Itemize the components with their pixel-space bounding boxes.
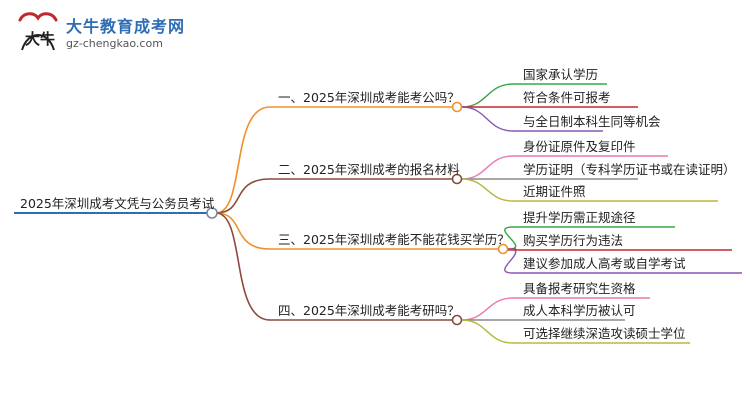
leaf-connector-3-3	[504, 248, 517, 274]
branch-node-2	[451, 173, 463, 185]
branch-connector-1	[215, 106, 271, 214]
branch-node-4	[451, 314, 463, 326]
leaf-label-3-3: 建议参加成人高考或自学考试	[523, 256, 686, 271]
leaf-label-3-1: 提升学历需正规途径	[523, 210, 636, 225]
leaf-label-1-3: 与全日制本科生同等机会	[523, 114, 661, 129]
leaf-label-4-3: 可选择继续深造攻读硕士学位	[523, 326, 686, 341]
site-logo: 大牛 大牛教育成考网 gz-chengkao.com	[14, 10, 184, 56]
leaf-connector-1-1	[461, 83, 514, 108]
branch-label-4: 四、2025年深圳成考能考研吗？	[278, 303, 460, 318]
leaf-label-4-2: 成人本科学历被认可	[523, 303, 636, 318]
root-node	[206, 207, 218, 219]
leaf-label-3-2: 购买学历行为违法	[523, 233, 624, 248]
bull-logo-icon: 大牛	[18, 12, 58, 51]
branch-connector-2	[215, 178, 271, 214]
leaf-connector-4-1	[461, 297, 514, 321]
leaf-label-2-1: 身份证原件及复印件	[523, 139, 636, 154]
leaf-connector-2-1	[461, 155, 514, 180]
leaf-label-4-1: 具备报考研究生资格	[523, 281, 636, 296]
leaf-connector-4-3	[461, 319, 514, 344]
leaf-label-1-2: 符合条件可报考	[523, 90, 611, 105]
leaf-label-2-2: 学历证明（专科学历证书或在读证明）	[523, 162, 736, 177]
branch-label-2: 二、2025年深圳成考的报名材料	[278, 162, 460, 177]
leaf-connector-2-3	[461, 178, 514, 202]
leaf-label-1-1: 国家承认学历	[523, 67, 599, 82]
leaf-label-2-3: 近期证件照	[523, 184, 586, 199]
logo-url: gz-chengkao.com	[66, 37, 163, 50]
root-label: 2025年深圳成考文凭与公务员考试	[20, 196, 215, 211]
logo-mark-text: 大牛	[25, 30, 55, 48]
branch-connector-3	[215, 212, 271, 250]
branch-label-3: 三、2025年深圳成考能不能花钱买学历？	[278, 232, 510, 247]
logo-title: 大牛教育成考网	[66, 17, 186, 36]
branch-connector-4	[215, 212, 271, 321]
leaf-connector-1-3	[461, 106, 514, 132]
branch-node-1	[451, 101, 463, 113]
branch-label-1: 一、2025年深圳成考能考公吗？	[278, 90, 460, 105]
leaf-connector-3-1	[504, 226, 517, 250]
branch-node-3	[497, 243, 509, 255]
